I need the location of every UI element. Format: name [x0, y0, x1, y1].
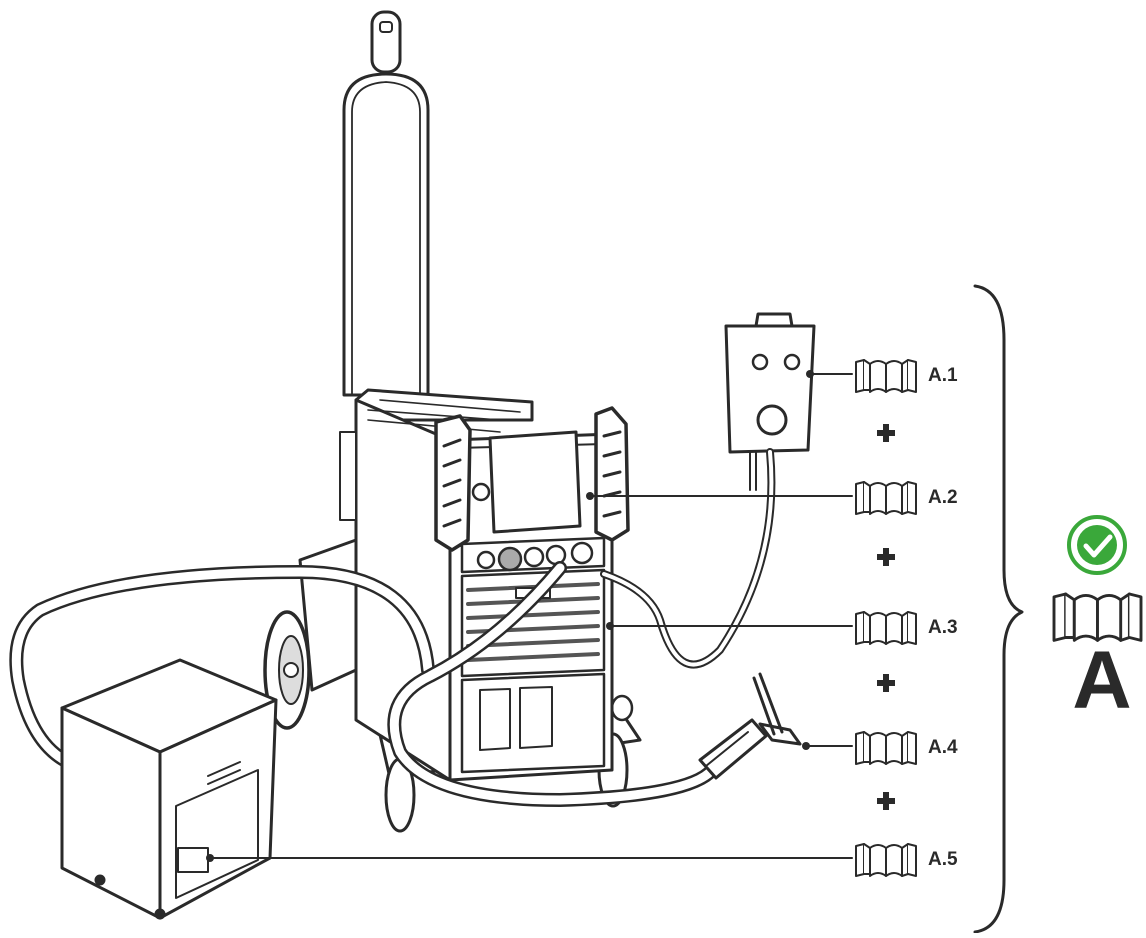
combined-reference-label: A	[1072, 635, 1132, 726]
check-icon	[1067, 515, 1127, 575]
plus-icon-1	[877, 424, 895, 442]
ref-label-a2: A.2	[928, 487, 958, 508]
ref-label-a1: A.1	[928, 365, 958, 386]
remote-control	[600, 312, 816, 669]
manual-book-icon-a4	[854, 730, 918, 766]
plus-icon-2	[877, 548, 895, 566]
grouping-brace	[973, 284, 1024, 934]
welding-power-source	[339, 388, 630, 782]
ref-label-a4: A.4	[928, 737, 958, 758]
gas-cylinder	[342, 10, 430, 397]
tig-torch	[698, 672, 802, 780]
manual-book-icon-a3	[854, 610, 918, 646]
cooling-unit	[60, 658, 278, 920]
ref-label-a3: A.3	[928, 617, 958, 638]
plus-icon-4	[877, 792, 895, 810]
manual-book-icon-combined	[1054, 594, 1141, 640]
plus-icon-3	[877, 674, 895, 692]
interconnection-hose	[9, 561, 719, 807]
manual-book-icon-a5	[854, 842, 918, 878]
manual-book-icon-a2	[854, 480, 918, 516]
manual-book-icon-a1	[854, 358, 918, 394]
ref-label-a5: A.5	[928, 849, 958, 870]
leader-lines	[209, 373, 853, 859]
